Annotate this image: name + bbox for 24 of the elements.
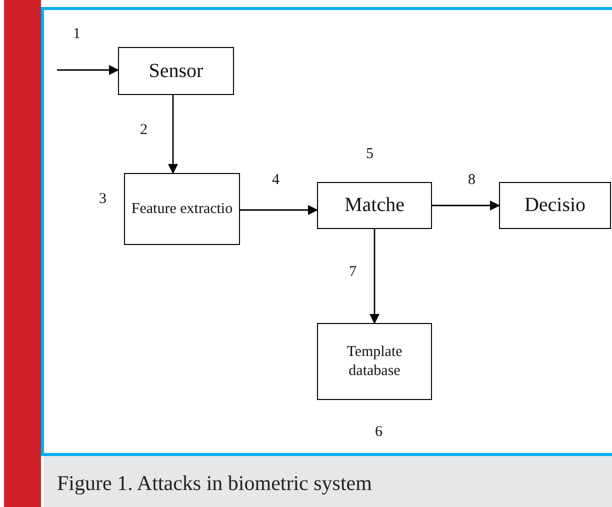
box-label: Matche — [344, 193, 406, 218]
callout-number: 1 — [73, 27, 80, 42]
box-label: Sensor — [148, 58, 204, 84]
callout-number: 8 — [468, 173, 476, 188]
process-box — [317, 323, 432, 400]
box-label: Template database — [346, 342, 404, 380]
process-box — [499, 182, 611, 229]
arrow — [168, 95, 178, 174]
process-box — [118, 47, 234, 95]
callout-number: 3 — [99, 192, 106, 207]
arrow — [240, 205, 318, 215]
arrow — [432, 200, 500, 210]
callout-number: 7 — [349, 265, 356, 280]
arrow — [57, 65, 119, 75]
box-label: Decisio — [523, 193, 587, 218]
arrow — [370, 229, 380, 324]
callout-number: 4 — [272, 173, 280, 188]
callout-number: 6 — [375, 425, 382, 440]
callout-number: 5 — [366, 147, 374, 162]
callout-number: 2 — [140, 123, 148, 138]
box-label: Feature extractio — [130, 200, 234, 218]
figure-caption: Figure 1. Attacks in biometric system — [57, 470, 372, 497]
process-box — [124, 173, 240, 245]
process-box — [317, 182, 432, 229]
